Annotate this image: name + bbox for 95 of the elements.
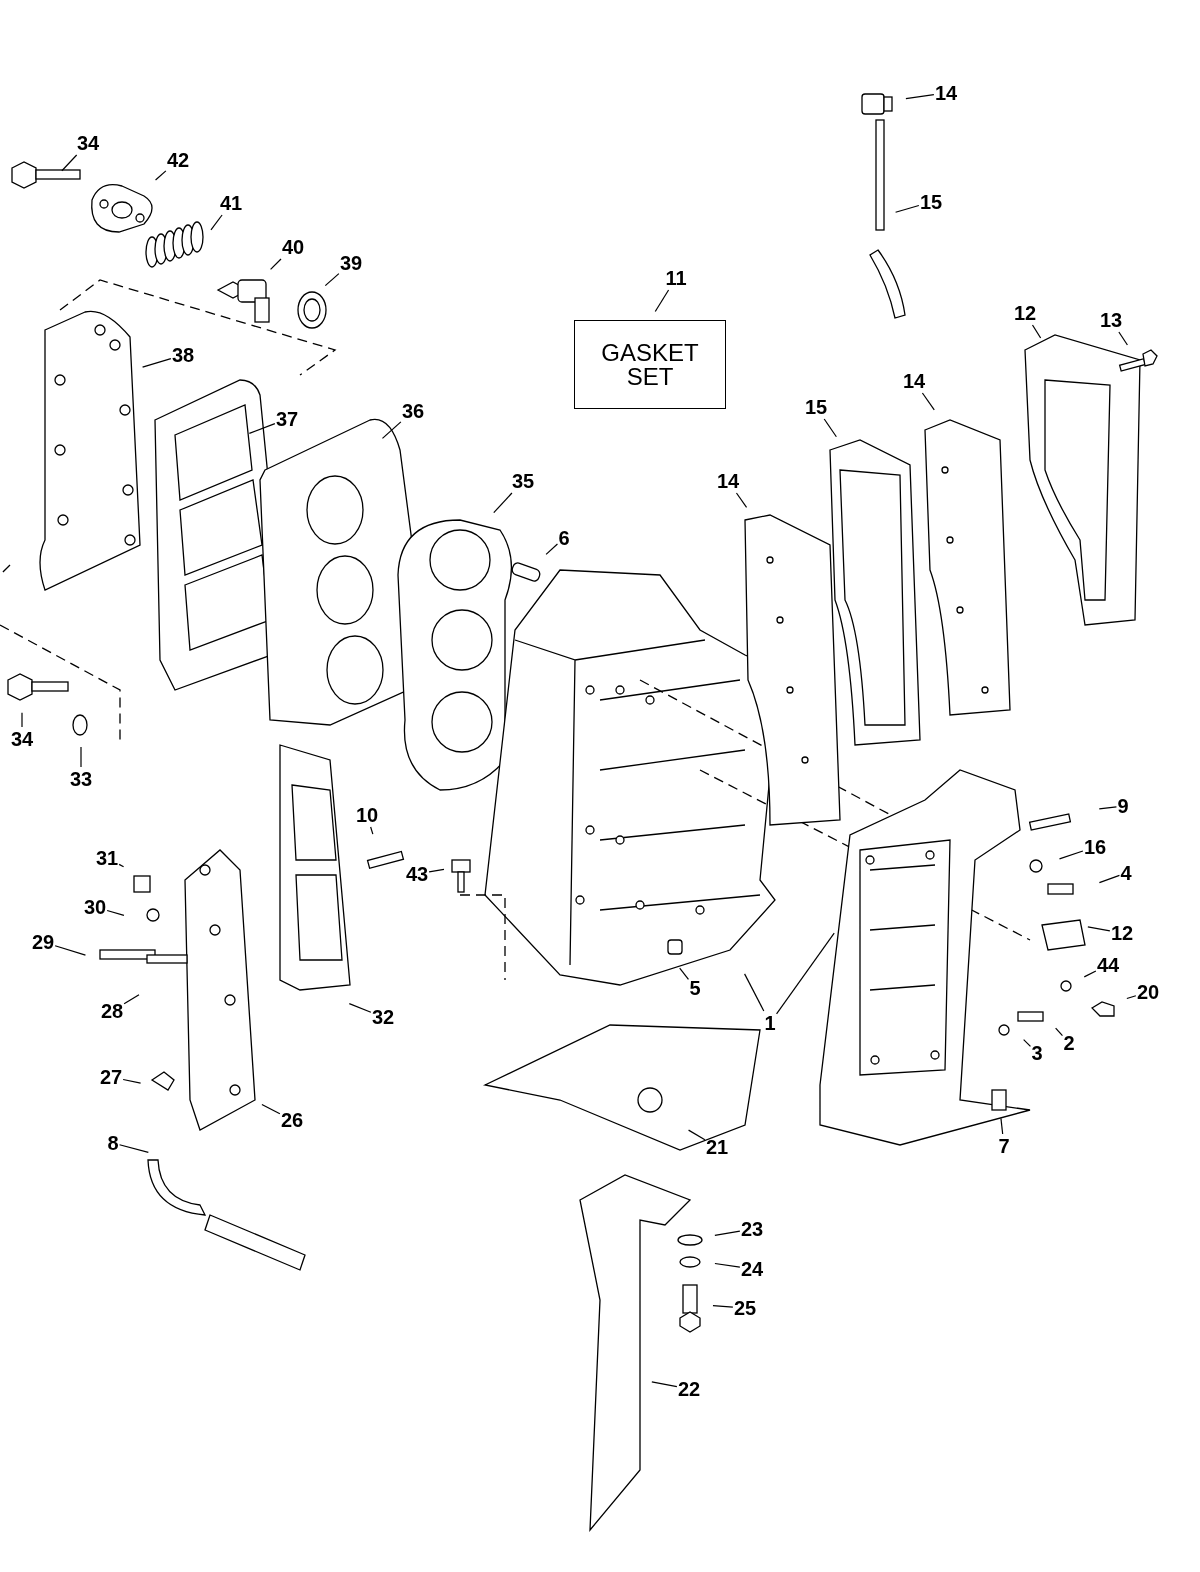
leader-line — [1118, 331, 1128, 346]
callout-number: 21 — [705, 1136, 729, 1158]
callout-number: 27 — [99, 1066, 123, 1088]
leader-line — [261, 1103, 281, 1115]
leader-line — [428, 868, 445, 873]
callout-number: 24 — [740, 1258, 764, 1280]
leader-line — [80, 746, 82, 768]
callout-number: 25 — [733, 1297, 757, 1319]
leader-line — [1023, 1039, 1032, 1048]
callout-number: 30 — [83, 896, 107, 918]
leader-line — [545, 543, 559, 555]
callout-number: 22 — [677, 1378, 701, 1400]
leader-line — [270, 258, 282, 270]
callout-number: 6 — [558, 527, 570, 549]
callout-number: 41 — [219, 192, 243, 214]
callout-number: 42 — [166, 149, 190, 171]
callout-number: 8 — [107, 1132, 119, 1154]
leader-line — [1126, 995, 1137, 1000]
leader-line — [348, 1003, 372, 1013]
leader-line — [123, 994, 140, 1005]
leader-line — [1098, 806, 1118, 810]
leader-line — [1087, 926, 1111, 932]
leader-line — [1031, 324, 1042, 339]
callout-number: 11 — [665, 267, 687, 289]
callout-number: 39 — [339, 252, 363, 274]
leader-line — [118, 863, 125, 868]
leader-line — [775, 932, 835, 1015]
label-box — [574, 320, 726, 409]
leader-line — [370, 826, 374, 835]
callout-number: 1 — [764, 1012, 776, 1034]
callout-number: 38 — [171, 344, 195, 366]
callout-number: 7 — [998, 1135, 1010, 1157]
leader-line — [1083, 970, 1097, 978]
callout-number: 13 — [1099, 309, 1123, 331]
callout-number: 26 — [280, 1109, 304, 1131]
leader-line — [735, 492, 748, 508]
leader-line — [688, 1129, 706, 1141]
callout-number: 3 — [1031, 1042, 1043, 1064]
callout-number: 23 — [740, 1218, 764, 1240]
callout-number: 35 — [511, 470, 535, 492]
leader-line — [654, 289, 670, 313]
callout-number: 15 — [804, 396, 828, 418]
box-label: GASKET SET — [600, 340, 700, 389]
leader-line — [714, 1230, 741, 1236]
leader-line — [895, 204, 920, 213]
callout-number: 32 — [371, 1006, 395, 1028]
callout-number: 10 — [355, 804, 379, 826]
leader-line — [1000, 1117, 1004, 1135]
callout-number: 2 — [1063, 1032, 1075, 1054]
leader-line — [118, 1144, 149, 1153]
callout-number: 43 — [405, 863, 429, 885]
callout-number: 36 — [401, 400, 425, 422]
leader-line — [651, 1381, 678, 1388]
leader-line — [1055, 1027, 1064, 1037]
leader-line — [712, 1305, 734, 1308]
leader-line — [154, 170, 167, 181]
leader-line — [61, 154, 78, 172]
leader-line — [122, 1078, 142, 1084]
leader-line — [493, 492, 513, 514]
leader-line — [21, 712, 23, 728]
callout-number: 20 — [1136, 981, 1160, 1003]
callout-number: 37 — [275, 408, 299, 430]
callout-number: 14 — [934, 82, 958, 104]
leader-line — [210, 214, 223, 231]
callout-number: 9 — [1117, 795, 1129, 817]
callout-number: 14 — [716, 470, 740, 492]
leader-line — [1098, 874, 1121, 884]
leader-line — [905, 94, 935, 100]
callout-number: 31 — [95, 847, 119, 869]
callout-number: 15 — [919, 191, 943, 213]
callout-number: 14 — [902, 370, 926, 392]
callout-number: 44 — [1096, 954, 1120, 976]
callout-number: 40 — [281, 236, 305, 258]
callout-number: 12 — [1110, 922, 1134, 944]
leader-line — [679, 967, 690, 981]
callout-number: 5 — [689, 977, 701, 999]
callout-number: 16 — [1083, 836, 1107, 858]
callout-number: 29 — [31, 931, 55, 953]
callout-number: 34 — [76, 132, 100, 154]
callout-number: 33 — [69, 768, 93, 790]
leader-line — [381, 421, 402, 439]
callout-number: 34 — [10, 728, 34, 750]
leader-line — [324, 273, 340, 287]
leader-line — [142, 358, 172, 368]
leader-line — [1058, 850, 1084, 860]
leader-line — [744, 973, 765, 1012]
callout-number: 28 — [100, 1000, 124, 1022]
leader-line — [106, 909, 125, 916]
leader-line — [823, 418, 837, 438]
callout-number: 4 — [1120, 862, 1132, 884]
leader-line — [921, 392, 935, 411]
callout-number: 12 — [1013, 302, 1037, 324]
leader-line — [248, 423, 276, 435]
leader-line — [714, 1262, 741, 1268]
leader-line — [54, 945, 87, 956]
